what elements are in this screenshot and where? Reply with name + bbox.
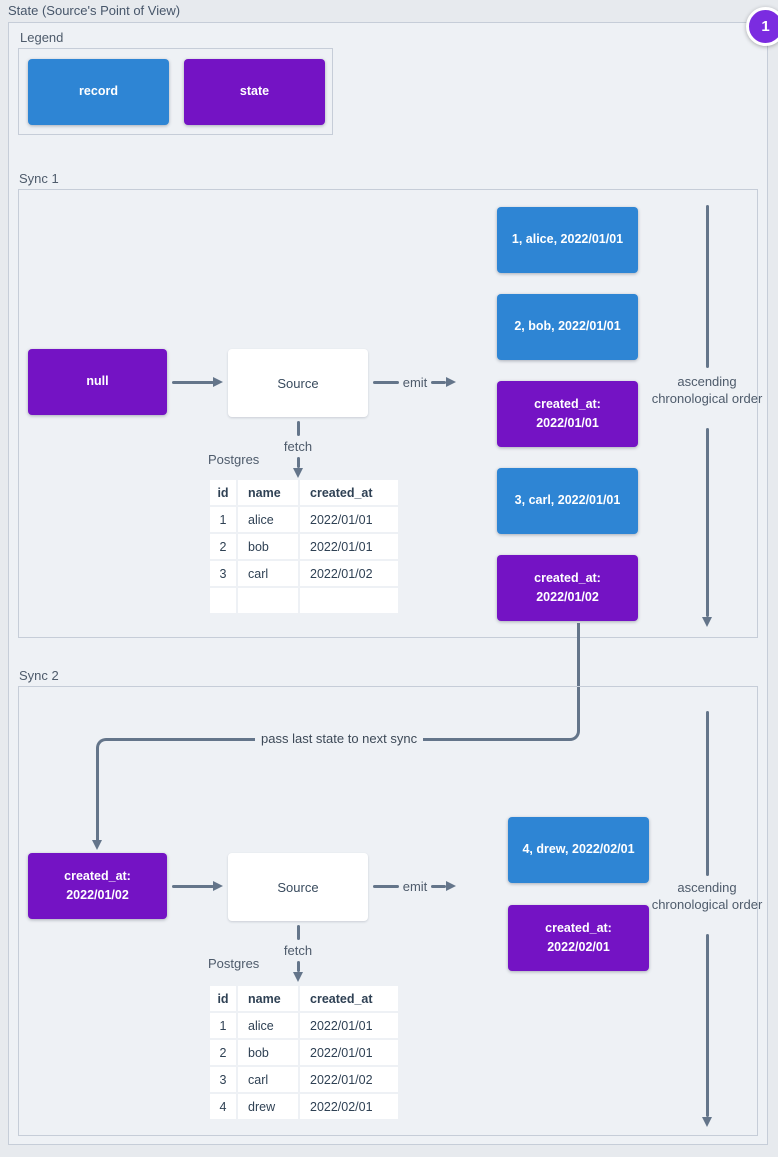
sync2-db-label: Postgres [208, 956, 260, 971]
sync2-order-line-bottom [706, 934, 709, 1117]
sync1-label: Sync 1 [19, 171, 59, 186]
sync1-order-line-top [706, 205, 709, 368]
col-header-id: id [210, 480, 236, 505]
sync2-source-box: Source [228, 853, 368, 921]
cell: bob [238, 534, 298, 559]
sync2-emit-line-right [431, 885, 446, 888]
sync1-emit-arrow-icon [446, 377, 456, 387]
legend-record-box: record [28, 59, 169, 125]
connector-right-elbow [340, 623, 580, 741]
sync1-state-box-2: created_at: 2022/01/02 [497, 555, 638, 621]
sync1-state-box-1: created_at: 2022/01/01 [497, 381, 638, 447]
sync2-record-box-1: 4, drew, 2022/02/01 [508, 817, 649, 883]
cell: 2022/01/01 [300, 507, 398, 532]
sync2-input-state-box: created_at: 2022/01/02 [28, 853, 167, 919]
sync2-emit-arrow-icon [446, 881, 456, 891]
sync1-record-box-1: 1, alice, 2022/01/01 [497, 207, 638, 273]
sync1-state-to-source-arrow-icon [213, 377, 223, 387]
cell: 2022/01/02 [300, 1067, 398, 1092]
sync2-order-note: ascending chronological order [651, 880, 763, 912]
connector-left-elbow [96, 738, 346, 840]
sync1-db-label: Postgres [208, 452, 260, 467]
cell: 3 [210, 1067, 236, 1092]
sync2-state-to-source-arrow-icon [213, 881, 223, 891]
cell [300, 588, 398, 613]
cell: 2022/01/02 [300, 561, 398, 586]
sync1-fetch-arrow-icon [293, 468, 303, 478]
sync1-db-table: id name created_at 1 alice 2022/01/01 2 … [208, 478, 400, 615]
sync2-panel [18, 686, 758, 1136]
sync2-fetch-label: fetch [283, 943, 313, 958]
cell: 2022/01/01 [300, 1040, 398, 1065]
cell: 2 [210, 534, 236, 559]
col-header-id: id [210, 986, 236, 1011]
sync1-order-line-bottom [706, 428, 709, 617]
sync1-record-box-3: 3, carl, 2022/01/01 [497, 468, 638, 534]
connector-arrow-icon [92, 840, 102, 850]
table-row: 2 bob 2022/01/01 [210, 534, 398, 559]
sync2-emit-line-left [373, 885, 399, 888]
page-title: State (Source's Point of View) [8, 3, 181, 18]
cell: alice [238, 507, 298, 532]
cell: carl [238, 561, 298, 586]
cell: drew [238, 1094, 298, 1119]
table-row-empty [210, 588, 398, 613]
sync2-fetch-line-bottom [297, 961, 300, 972]
cell: 1 [210, 507, 236, 532]
legend-panel [18, 48, 333, 135]
col-header-name: name [238, 986, 298, 1011]
cell: 4 [210, 1094, 236, 1119]
sync1-input-state-box: null [28, 349, 167, 415]
sync1-fetch-line-top [297, 421, 300, 436]
sync1-emit-line-right [431, 381, 446, 384]
sync1-emit-label: emit [402, 375, 428, 390]
legend-label: Legend [20, 30, 64, 45]
sync2-order-arrow-icon [702, 1117, 712, 1127]
cell: 2022/02/01 [300, 1094, 398, 1119]
sync1-order-note: ascending chronological order [651, 374, 763, 406]
sync1-emit-line-left [373, 381, 399, 384]
sync2-label: Sync 2 [19, 668, 59, 683]
table-header-row: id name created_at [210, 986, 398, 1011]
sync1-record-box-2: 2, bob, 2022/01/01 [497, 294, 638, 360]
cell: bob [238, 1040, 298, 1065]
sync2-db-table: id name created_at 1 alice 2022/01/01 2 … [208, 984, 400, 1121]
cell [210, 588, 236, 613]
sync2-emit-label: emit [402, 879, 428, 894]
sync1-order-arrow-icon [702, 617, 712, 627]
sync1-fetch-line-bottom [297, 457, 300, 468]
col-header-created-at: created_at [300, 480, 398, 505]
step-badge: 1 [746, 7, 778, 46]
cell: 2022/01/01 [300, 534, 398, 559]
cell: carl [238, 1067, 298, 1092]
cell: 2022/01/01 [300, 1013, 398, 1038]
cell [238, 588, 298, 613]
col-header-created-at: created_at [300, 986, 398, 1011]
table-row: 3 carl 2022/01/02 [210, 561, 398, 586]
cell: 2 [210, 1040, 236, 1065]
table-header-row: id name created_at [210, 480, 398, 505]
legend-state-box: state [184, 59, 325, 125]
table-row: 1 alice 2022/01/01 [210, 507, 398, 532]
table-row: 4 drew 2022/02/01 [210, 1094, 398, 1119]
table-row: 1 alice 2022/01/01 [210, 1013, 398, 1038]
sync1-source-box: Source [228, 349, 368, 417]
table-row: 2 bob 2022/01/01 [210, 1040, 398, 1065]
cell: alice [238, 1013, 298, 1038]
sync2-state-to-source-line [172, 885, 214, 888]
sync2-fetch-arrow-icon [293, 972, 303, 982]
connector-label: pass last state to next sync [255, 731, 424, 747]
sync2-state-box-1: created_at: 2022/02/01 [508, 905, 649, 971]
sync2-fetch-line-top [297, 925, 300, 940]
cell: 3 [210, 561, 236, 586]
cell: 1 [210, 1013, 236, 1038]
sync1-panel [18, 189, 758, 638]
sync1-fetch-label: fetch [283, 439, 313, 454]
sync2-order-line-top [706, 711, 709, 876]
table-row: 3 carl 2022/01/02 [210, 1067, 398, 1092]
sync1-state-to-source-line [172, 381, 214, 384]
col-header-name: name [238, 480, 298, 505]
